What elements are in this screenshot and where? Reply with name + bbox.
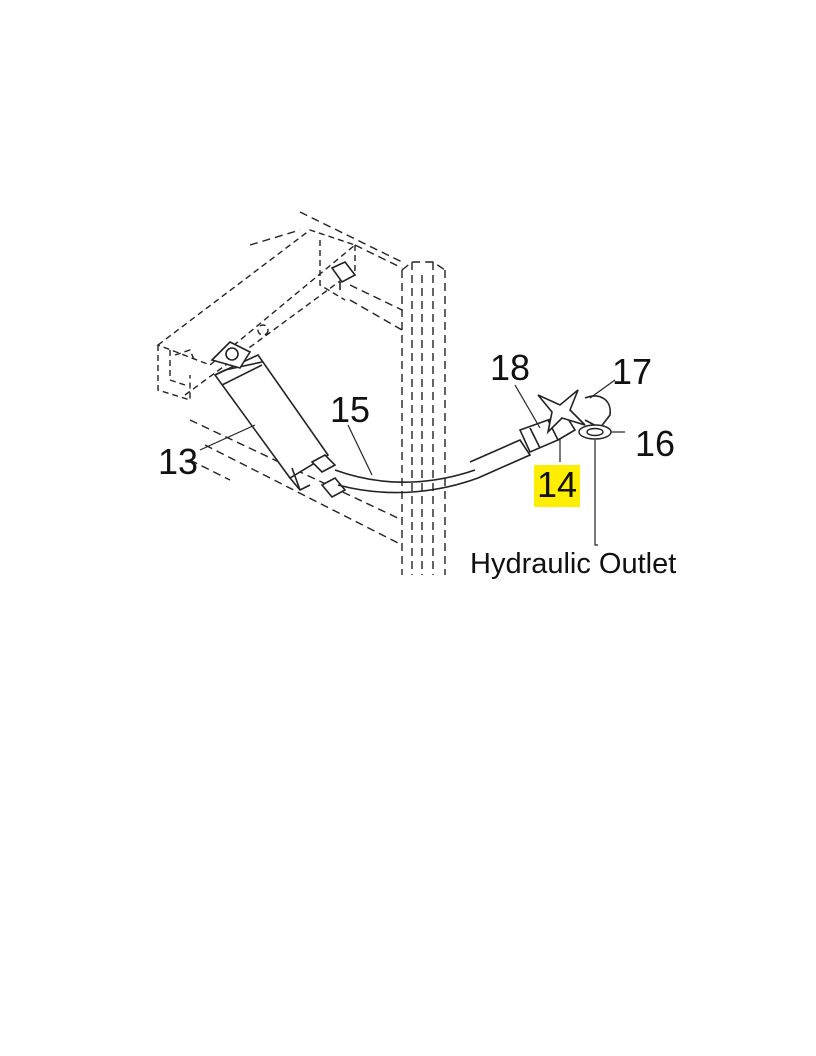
callout-18: 18 xyxy=(490,347,531,388)
callout-13: 13 xyxy=(158,441,199,482)
outlet-plate xyxy=(578,424,612,440)
callout-14-highlighted: 14 xyxy=(534,465,581,507)
leader-lines xyxy=(199,379,625,546)
hydraulic-cylinder xyxy=(210,341,330,491)
callout-16: 16 xyxy=(635,423,676,464)
callout-15: 15 xyxy=(330,389,371,430)
hydraulic-outlet-label: Hydraulic Outlet xyxy=(470,548,677,580)
valve xyxy=(537,389,611,435)
cylinder-fittings xyxy=(310,261,357,499)
hydraulic-hose xyxy=(334,438,532,494)
callout-17: 17 xyxy=(612,351,653,392)
frame-post xyxy=(401,261,446,575)
